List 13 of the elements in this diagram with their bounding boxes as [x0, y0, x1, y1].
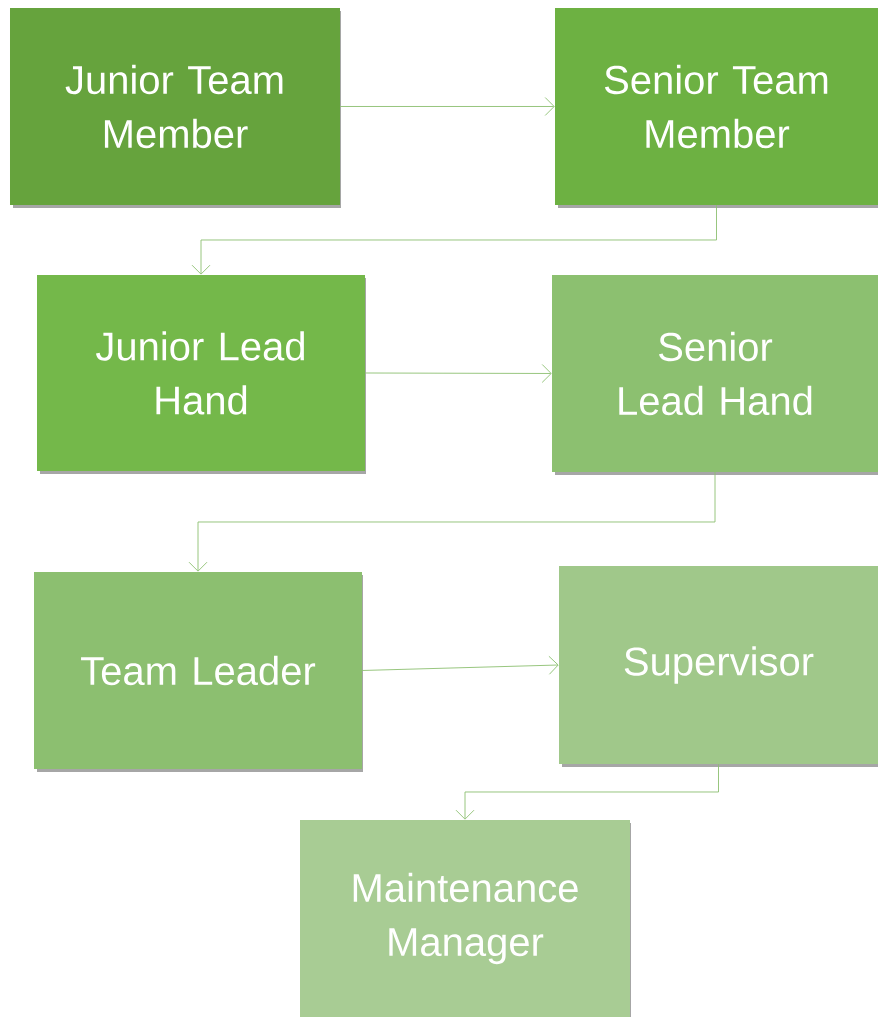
arrow — [455, 763, 719, 820]
process-box: Senior Team Member — [555, 8, 878, 208]
process-box: Senior Lead Hand — [552, 275, 878, 475]
arrow — [191, 204, 717, 275]
arrow — [364, 364, 552, 383]
process-box: Team Leader — [34, 572, 363, 772]
process-box: Supervisor — [559, 566, 878, 767]
arrow — [188, 471, 716, 572]
arrow — [339, 97, 555, 116]
process-box: Junior Lead Hand — [37, 275, 366, 474]
process-box: Junior Team Member — [10, 8, 341, 208]
arrow — [361, 655, 559, 675]
process-box: Maintenance Manager — [300, 820, 631, 1017]
